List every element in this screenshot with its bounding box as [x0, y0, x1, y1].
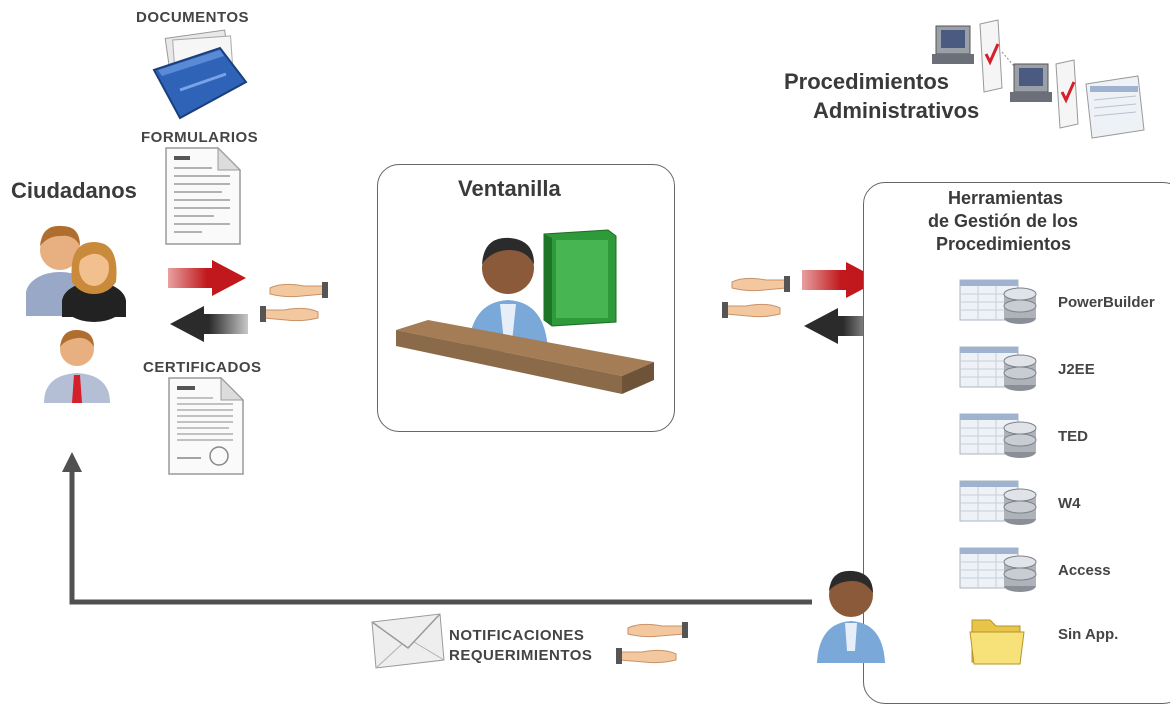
exchange-hands-icon	[260, 282, 328, 322]
tool-label: Access	[1058, 562, 1111, 579]
tool-row: Access	[958, 546, 1168, 596]
tool-label: PowerBuilder	[1058, 294, 1155, 311]
herramientas-title-line1: Herramientas	[948, 188, 1064, 208]
database-table-icon	[959, 547, 1037, 592]
tool-row: Sin App.	[958, 610, 1168, 670]
arrow-left-dark-2-icon	[804, 308, 882, 344]
arrow-right-red-2-icon	[802, 262, 880, 298]
exchange-hands-bottom-icon	[616, 622, 688, 664]
tool-label: W4	[1058, 495, 1081, 512]
notificaciones-label: NOTIFICACIONES	[449, 627, 585, 644]
officer-person-icon	[817, 570, 885, 663]
database-table-icon	[959, 346, 1037, 391]
tool-row: J2EE	[958, 345, 1168, 395]
exchange-hands-right-icon	[722, 276, 790, 318]
envelope-icon	[371, 613, 445, 669]
procedimientos-title-line2: Administrativos	[813, 98, 980, 123]
documentos-label: DOCUMENTOS	[136, 9, 250, 26]
tool-label: Sin App.	[1058, 626, 1119, 643]
return-flow-arrow	[62, 452, 812, 605]
herramientas-title-line3: Procedimientos	[936, 234, 1072, 254]
tool-row: TED	[958, 412, 1168, 462]
formularios-label: FORMULARIOS	[141, 129, 259, 146]
citizens-group-icon	[26, 225, 126, 322]
clerk-at-counter-icon	[396, 229, 654, 394]
certificate-document-icon	[168, 376, 245, 475]
tool-label: J2EE	[1058, 361, 1095, 378]
database-table-icon	[959, 279, 1037, 324]
tool-row: W4	[958, 479, 1168, 529]
tool-row: PowerBuilder	[958, 278, 1168, 328]
certificados-label: CERTIFICADOS	[143, 359, 262, 376]
procedimientos-title-line1: Procedimientos	[784, 69, 950, 94]
workflow-approval-icon	[932, 19, 1145, 139]
herramientas-title-line2: de Gestión de los	[928, 211, 1079, 231]
folder-icon	[969, 619, 1025, 665]
ventanilla-title: Ventanilla	[458, 176, 561, 201]
database-table-icon	[959, 413, 1037, 458]
database-table-icon	[959, 480, 1037, 525]
document-folder-icon	[152, 29, 248, 120]
citizen-person-icon	[44, 329, 110, 403]
requerimientos-label: REQUERIMIENTOS	[449, 647, 593, 664]
arrow-right-red-icon	[168, 260, 246, 296]
ciudadanos-title: Ciudadanos	[11, 178, 137, 203]
tool-label: TED	[1058, 428, 1088, 445]
form-document-icon	[165, 146, 242, 245]
arrow-left-dark-icon	[170, 306, 248, 342]
